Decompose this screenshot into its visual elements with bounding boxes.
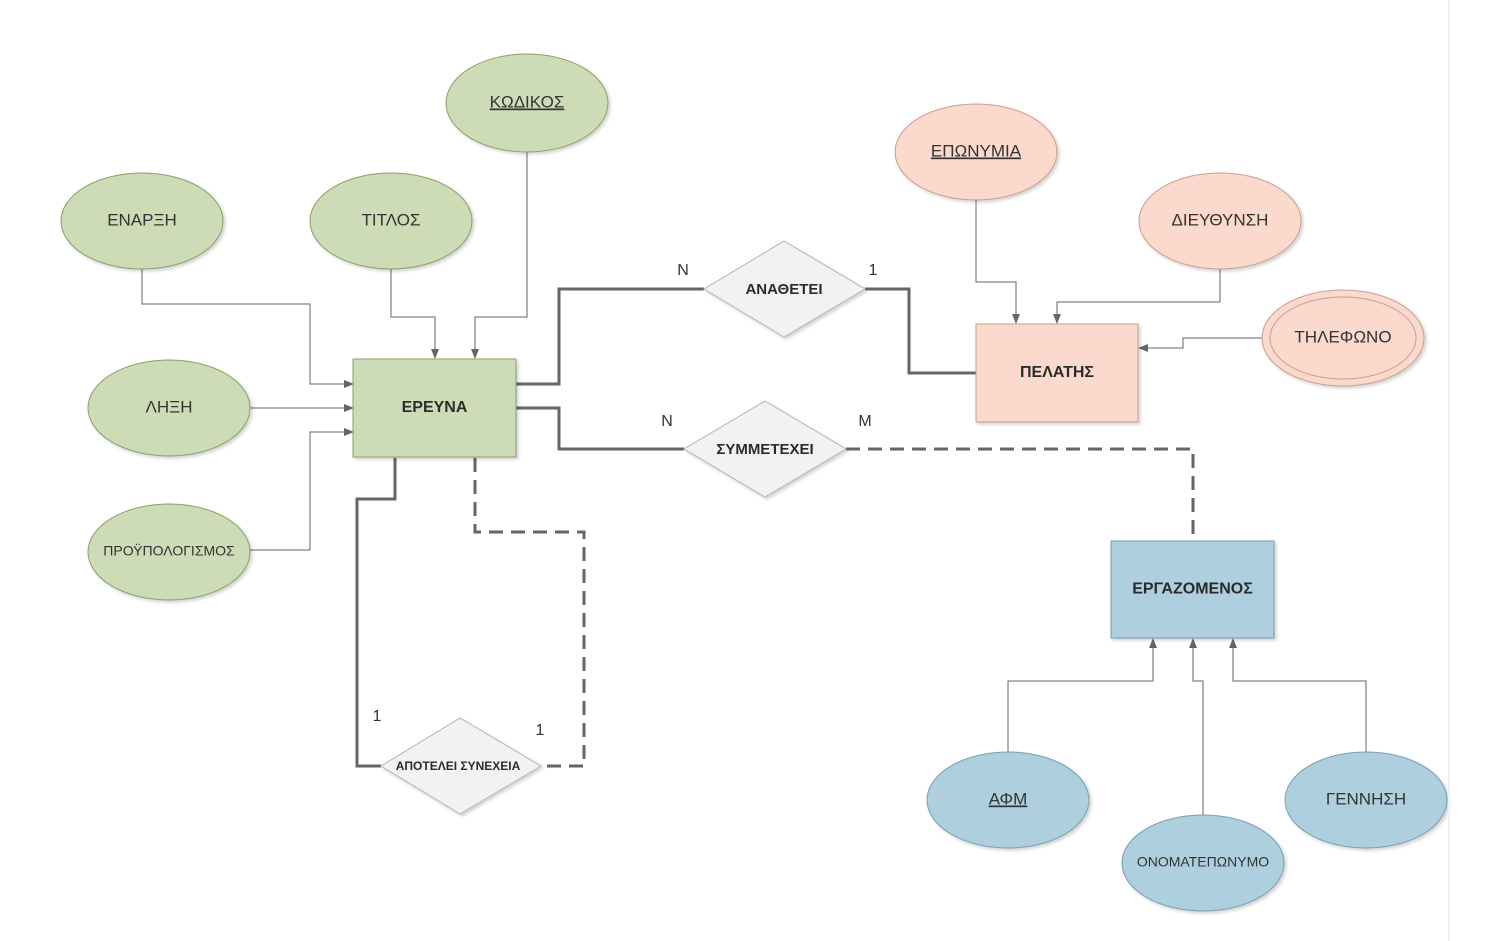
multivalued-inner-ring [1269, 296, 1417, 380]
attribute-kodikos[interactable]: ΚΩΔΙΚΟΣ [445, 53, 609, 153]
relationship-symmetexei[interactable]: ΣΥΜΜΕΤΕΧΕΙ [683, 400, 847, 498]
connector-ereuna-synexeia-left [355, 458, 397, 768]
attribute-enarxi[interactable]: ΕΝΑΡΞΗ [60, 172, 224, 270]
connector-eponymia-pelatis [975, 198, 1020, 324]
connector-gennisi-ergazomenos [1229, 638, 1367, 752]
connector-symmetexei-ergazomenos [846, 447, 1195, 541]
attribute-proypologismos[interactable]: ΠΡΟΫΠΟΛΟΓΙΣΜΟΣ [87, 503, 251, 601]
attribute-dieythynsi-label: ΔΙΕΥΘΥΝΣΗ [1172, 210, 1269, 229]
attribute-kodikos-label: ΚΩΔΙΚΟΣ [490, 92, 565, 111]
cardinality-labels: N 1 N M 1 1 [373, 262, 878, 739]
relationship-anathetei[interactable]: ΑΝΑΘΕΤΕΙ [703, 240, 866, 338]
connector-ereuna-synexeia-right [473, 458, 586, 768]
connector-dieythynsi-pelatis [1053, 268, 1221, 324]
cardinality-synexeia-left: 1 [373, 708, 382, 725]
connector-proypologismos-ereuna [250, 428, 354, 551]
cardinality-anathetei-right: 1 [869, 262, 878, 279]
relationship-apotelei-synexeia-label: ΑΠΟΤΕΛΕΙ ΣΥΝΕΧΕΙΑ [396, 759, 521, 773]
relationship-apotelei-synexeia[interactable]: ΑΠΟΤΕΛΕΙ ΣΥΝΕΧΕΙΑ [380, 717, 542, 815]
attribute-lixi[interactable]: ΛΗΞΗ [87, 359, 251, 457]
cardinality-symmetexei-left: N [661, 413, 673, 430]
relationship-symmetexei-label: ΣΥΜΜΕΤΕΧΕΙ [716, 441, 813, 458]
attribute-afm[interactable]: ΑΦΜ [926, 751, 1090, 849]
entity-ereuna[interactable]: ΕΡΕΥΝΑ [352, 358, 517, 458]
connector-onomateponymo-ergazomenos [1189, 638, 1204, 815]
attribute-enarxi-label: ΕΝΑΡΞΗ [107, 210, 177, 229]
relationship-connectors [355, 287, 1195, 768]
attribute-dieythynsi[interactable]: ΔΙΕΥΘΥΝΣΗ [1138, 172, 1302, 270]
attribute-afm-label: ΑΦΜ [989, 789, 1028, 808]
page-edge-divider [1448, 0, 1450, 941]
entity-ereuna-label: ΕΡΕΥΝΑ [402, 399, 468, 416]
cardinality-symmetexei-right: M [858, 413, 871, 430]
attribute-tilefono-label: ΤΗΛΕΦΩΝΟ [1294, 327, 1391, 346]
connector-titlos-ereuna [390, 268, 439, 359]
attribute-proypologismos-label: ΠΡΟΫΠΟΛΟΓΙΣΜΟΣ [103, 543, 235, 559]
attribute-tilefono[interactable]: ΤΗΛΕΦΩΝΟ [1261, 289, 1425, 387]
attribute-gennisi-label: ΓΕΝΝΗΣΗ [1326, 789, 1406, 808]
attribute-onomateponymo-label: ΟΝΟΜΑΤΕΠΩΝΥΜΟ [1137, 854, 1269, 870]
cardinality-synexeia-right: 1 [536, 722, 545, 739]
connector-anathetei-pelatis [865, 287, 976, 375]
attribute-connectors [141, 152, 1367, 815]
attribute-titlos-label: ΤΙΤΛΟΣ [362, 210, 421, 229]
connector-enarxi-ereuna [141, 268, 354, 388]
entity-pelatis[interactable]: ΠΕΛΑΤΗΣ [975, 323, 1139, 423]
connector-tilefono-pelatis [1138, 337, 1263, 352]
cardinality-anathetei-left: N [677, 262, 689, 279]
connector-ereuna-anathetei [516, 287, 704, 386]
attribute-eponymia[interactable]: ΕΠΩΝΥΜΙΑ [894, 103, 1058, 201]
relationship-anathetei-label: ΑΝΑΘΕΤΕΙ [745, 281, 822, 298]
connector-ereuna-symmetexei [516, 406, 684, 451]
attribute-titlos[interactable]: ΤΙΤΛΟΣ [309, 172, 473, 270]
attribute-gennisi[interactable]: ΓΕΝΝΗΣΗ [1284, 751, 1448, 849]
attribute-lixi-label: ΛΗΞΗ [146, 397, 193, 416]
connector-afm-ergazomenos [1007, 638, 1157, 752]
entity-ergazomenos-label: ΕΡΓΑΖΟΜΕΝΟΣ [1132, 581, 1253, 598]
connector-kodikos-ereuna [471, 152, 528, 359]
entity-ergazomenos[interactable]: ΕΡΓΑΖΟΜΕΝΟΣ [1110, 540, 1275, 639]
attribute-eponymia-label: ΕΠΩΝΥΜΙΑ [931, 141, 1022, 160]
attribute-onomateponymo[interactable]: ΟΝΟΜΑΤΕΠΩΝΥΜΟ [1121, 814, 1285, 912]
entity-pelatis-label: ΠΕΛΑΤΗΣ [1020, 364, 1094, 381]
